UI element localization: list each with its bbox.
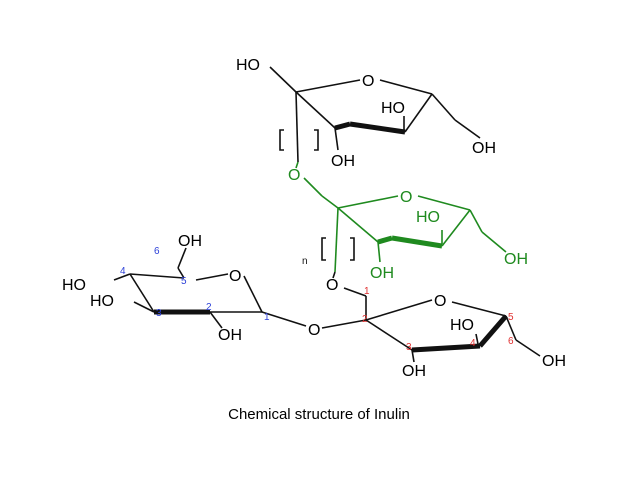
fructose-carbon-numbers: 1 2 3 4 5 6	[362, 286, 514, 353]
glucose-ho4-label: HO	[62, 277, 86, 294]
bottom-fructose-ring	[321, 271, 541, 363]
bottom-oh3-label: OH	[402, 363, 426, 380]
bottom-ch2oh-label: OH	[542, 353, 566, 370]
fructose-c3-number: 3	[406, 342, 412, 353]
middle-fructose-ring	[295, 161, 507, 273]
glucose-ring-oxygen: O	[229, 268, 241, 285]
middle-ring-oxygen: O	[400, 189, 412, 206]
bottom-ring-oxygen: O	[434, 293, 446, 310]
glucose-oh2-label: OH	[218, 327, 242, 344]
glucose-c2-number: 2	[206, 302, 212, 313]
top-fructose-ring	[269, 66, 481, 163]
top-ho-c3-label: HO	[381, 100, 405, 117]
top-ring-oxygen: O	[362, 73, 374, 90]
top-ho-ch2-label: HO	[236, 57, 260, 74]
bottom-ho4-label: HO	[450, 317, 474, 334]
glucose-carbon-numbers: 6 4 5 3 2 1	[120, 246, 270, 323]
glucose-c5-number: 5	[181, 276, 187, 287]
top-oh-c4-label: OH	[331, 153, 355, 170]
glucose-c4-number: 4	[120, 266, 126, 277]
diagram-caption: Chemical structure of Inulin	[228, 406, 410, 423]
fructose-c2-number: 2	[362, 314, 368, 325]
glucose-c1-number: 1	[264, 312, 270, 323]
glucose-c6-number: 6	[154, 246, 160, 257]
fructose-c4-number: 4	[470, 338, 476, 349]
fructose-c5-number: 5	[508, 312, 514, 323]
bottom-link-oxygen: O	[326, 277, 338, 294]
fructose-c6-number: 6	[508, 336, 514, 347]
glucose-ho3-label: HO	[90, 293, 114, 310]
glucose-c3-number: 3	[156, 308, 162, 319]
middle-oh-c4-label: OH	[370, 265, 394, 282]
glycosidic-oxygen: O	[308, 322, 320, 339]
glucose-oh6-label: OH	[178, 233, 202, 250]
top-ch2oh-label: OH	[472, 140, 496, 157]
glucose-ring	[113, 247, 307, 329]
middle-ch2oh-label: OH	[504, 251, 528, 268]
middle-ho-c3-label: HO	[416, 209, 440, 226]
fructose-c1-number: 1	[364, 286, 370, 297]
repeat-unit-n: n	[302, 256, 308, 267]
middle-link-oxygen: O	[288, 167, 300, 184]
